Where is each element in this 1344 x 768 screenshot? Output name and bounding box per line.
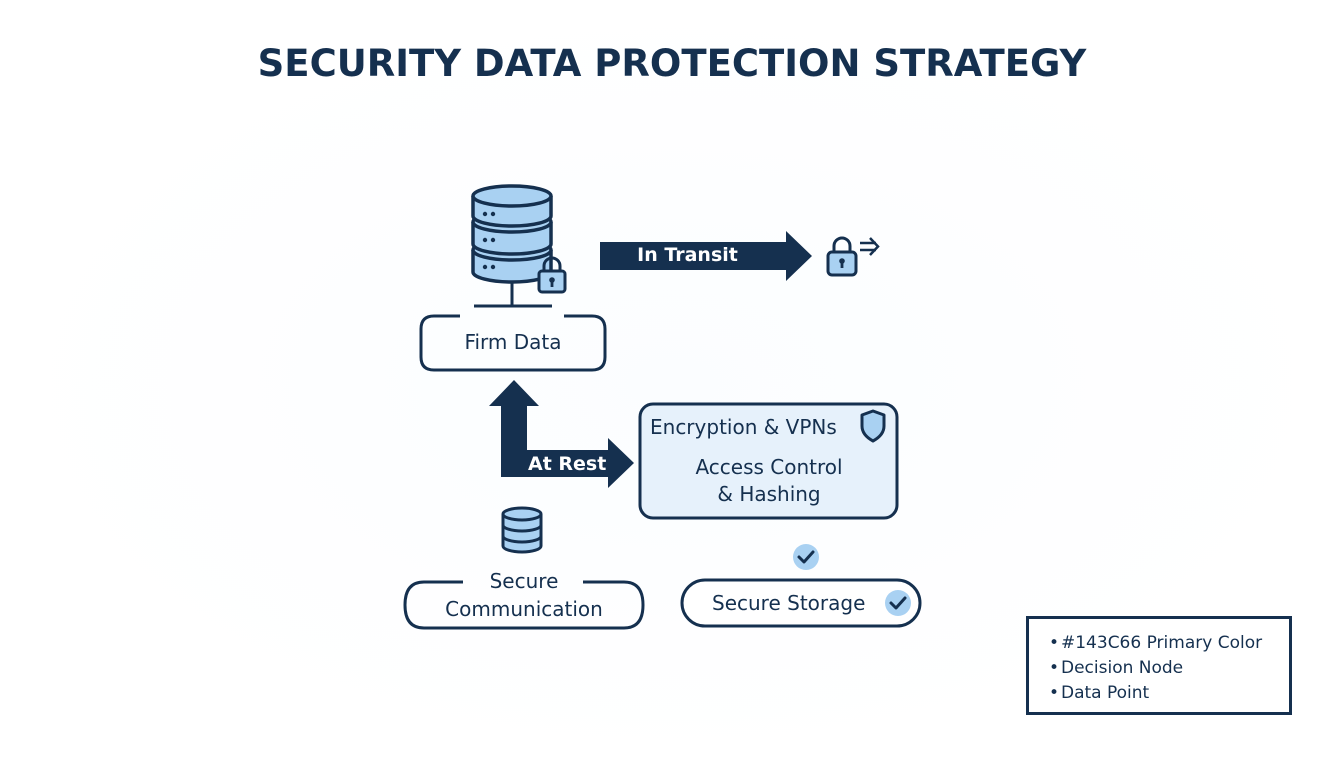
communication-line: Communication (445, 597, 603, 621)
at-rest-arrow (489, 380, 634, 488)
lock-icon (537, 256, 567, 294)
secure-storage-box[interactable] (680, 578, 922, 628)
in-transit-label: In Transit (637, 244, 738, 266)
legend-item: •#143C66 Primary Color (1049, 631, 1289, 656)
secure-line: Secure (489, 569, 559, 593)
secure-communication-box[interactable] (403, 580, 645, 630)
legend-item-label: Decision Node (1061, 658, 1184, 678)
access-control-label: Access Control & Hashing (640, 454, 898, 508)
secure-storage-label: Secure Storage (712, 591, 866, 615)
legend-item-label: Data Point (1061, 683, 1150, 703)
controls-decision-node[interactable] (638, 402, 899, 520)
in-transit-arrow (600, 231, 812, 281)
legend-item: •Data Point (1049, 681, 1289, 706)
database-icon (501, 506, 543, 554)
bullet: • (1049, 658, 1060, 678)
legend-item: •Decision Node (1049, 656, 1289, 681)
bullet: • (1049, 633, 1060, 653)
encryption-label: Encryption & VPNs (650, 415, 837, 439)
database-stand (474, 283, 552, 308)
check-icon (793, 544, 819, 570)
legend: •#143C66 Primary Color •Decision Node •D… (1026, 616, 1292, 715)
access-control-line: Access Control (695, 455, 843, 479)
legend-item-label: #143C66 Primary Color (1061, 633, 1263, 653)
hashing-line: & Hashing (717, 482, 821, 506)
firm-data-label: Firm Data (464, 330, 562, 354)
at-rest-label: At Rest (528, 453, 607, 475)
secure-communication-label: Secure Communication (404, 567, 644, 623)
check-circle-icon (885, 590, 911, 616)
firm-data-box[interactable] (419, 314, 607, 372)
bullet: • (1049, 683, 1060, 703)
lock-send-icon (826, 236, 880, 277)
database-lock-icon (471, 184, 553, 284)
shield-icon (860, 409, 886, 443)
page-title: SECURITY DATA PROTECTION STRATEGY (257, 42, 1087, 85)
